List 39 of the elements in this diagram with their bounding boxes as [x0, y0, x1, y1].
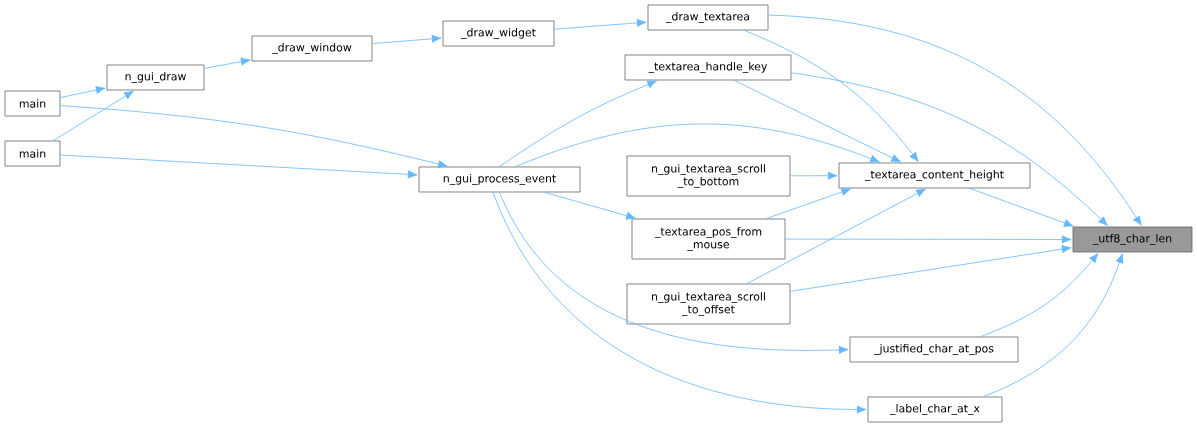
arrow [746, 188, 926, 284]
arrow [983, 253, 1124, 397]
function-box: main [4, 140, 61, 167]
function-box: _justified_char_at_pos [849, 336, 1019, 363]
function-box: _textarea_handle_key [624, 54, 792, 81]
arrow [765, 188, 851, 219]
arrow [744, 30, 919, 162]
arrow [980, 253, 1099, 337]
function-box: n_gui_textarea_scroll _to_bottom [626, 155, 791, 197]
arrow [554, 18, 647, 30]
function-box: n_gui_process_event [418, 166, 581, 193]
arrow [733, 80, 901, 163]
function-box: _draw_widget [442, 20, 555, 47]
arrow [790, 245, 1072, 292]
function-box: _draw_textarea [647, 4, 769, 31]
arrow [492, 192, 867, 414]
arrow [768, 14, 1142, 226]
function-box: _textarea_pos_from _mouse [631, 218, 786, 260]
arrow [372, 34, 442, 45]
function-box: _utf8_char_len [1072, 226, 1193, 253]
function-box: _textarea_content_height [838, 162, 1031, 189]
function-box: _label_char_at_x [867, 396, 1003, 423]
arrow [785, 235, 1072, 244]
arrow [969, 188, 1074, 227]
arrow [204, 57, 251, 69]
arrow [60, 154, 418, 179]
function-box: n_gui_draw [106, 64, 205, 91]
arrow [53, 90, 134, 141]
arrow [60, 105, 448, 168]
arrow [499, 192, 849, 354]
arrow [544, 192, 636, 220]
arrow [499, 80, 657, 167]
arrow [515, 123, 880, 167]
function-box: main [4, 90, 61, 117]
function-box: n_gui_textarea_scroll _to_offset [626, 283, 791, 325]
arrow [790, 171, 838, 180]
arrow [791, 72, 1108, 226]
function-box: _draw_window [251, 35, 373, 62]
arrow [60, 86, 106, 98]
